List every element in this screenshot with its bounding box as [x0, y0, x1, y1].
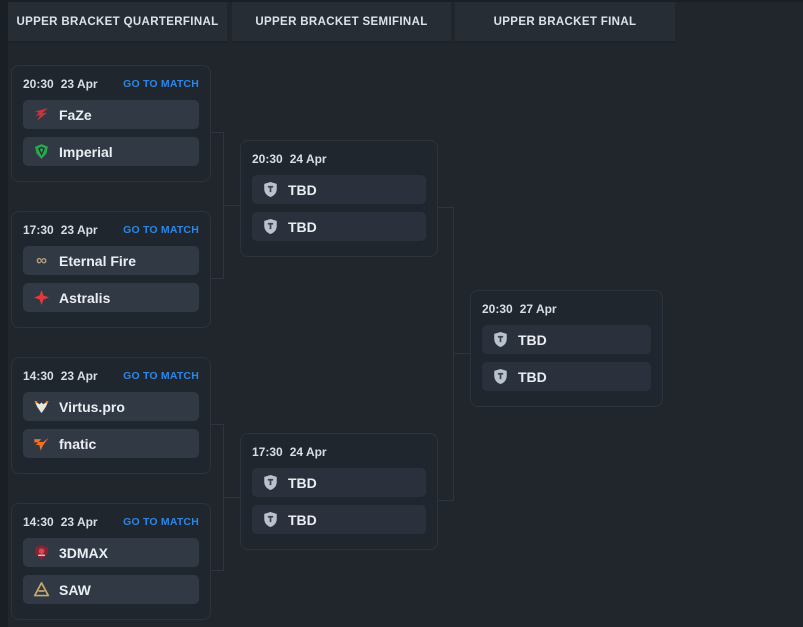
go-to-match-link[interactable]: GO TO MATCH	[123, 224, 199, 236]
team-name: Astralis	[59, 289, 111, 306]
faze-logo-icon	[33, 106, 50, 123]
tbd-shield-icon	[492, 368, 509, 385]
fnatic-logo-icon	[33, 435, 50, 452]
bracket-connector-line	[210, 424, 224, 425]
match-datetime: 20:30 23 Apr	[23, 77, 98, 91]
tbd-shield-icon	[262, 181, 279, 198]
match-card-qf2: 17:30 23 Apr GO TO MATCH ∞ Eternal Fire A…	[11, 211, 211, 328]
bracket-connector-line	[437, 207, 453, 208]
tbd-shield-icon	[492, 331, 509, 348]
team-name: TBD	[288, 511, 317, 528]
tbd-shield-icon	[262, 511, 279, 528]
match-date: 23 Apr	[60, 77, 98, 91]
imperial-logo-icon	[33, 143, 50, 160]
team-row-saw[interactable]: SAW	[23, 575, 199, 604]
team-name: Imperial	[59, 143, 113, 160]
match-date: 23 Apr	[60, 515, 98, 529]
match-card-sf2: 17:30 24 Apr TBD TBD	[240, 433, 438, 550]
tbd-shield-icon	[262, 474, 279, 491]
match-datetime: 14:30 23 Apr	[23, 369, 98, 383]
bracket-connector-line	[210, 132, 224, 133]
team-name: 3DMAX	[59, 544, 109, 561]
bracket-connector-line	[210, 278, 224, 279]
svg-text:∞: ∞	[36, 252, 47, 269]
bracket-connector-line	[223, 132, 224, 279]
go-to-match-link[interactable]: GO TO MATCH	[123, 78, 199, 90]
match-date: 24 Apr	[289, 445, 327, 459]
team-row-tbd: TBD	[252, 468, 426, 497]
match-date: 23 Apr	[60, 223, 98, 237]
team-row-tbd: TBD	[252, 212, 426, 241]
team-row-tbd: TBD	[482, 325, 651, 354]
team-row-tbd: TBD	[252, 175, 426, 204]
round-header-quarterfinal: UPPER BRACKET QUARTERFINAL	[8, 2, 227, 43]
match-datetime: 20:30 24 Apr	[252, 152, 327, 166]
saw-logo-icon	[33, 581, 50, 598]
team-name: TBD	[288, 218, 317, 235]
page-edge-strip-top	[0, 0, 803, 2]
virtus-pro-logo-icon	[33, 398, 50, 415]
team-row-faze[interactable]: FaZe	[23, 100, 199, 129]
astralis-logo-icon	[33, 289, 50, 306]
team-row-tbd: TBD	[252, 505, 426, 534]
match-time: 14:30	[23, 369, 54, 383]
team-name: SAW	[59, 581, 91, 598]
team-name: TBD	[288, 181, 317, 198]
eternal-fire-logo-icon: ∞	[33, 252, 50, 269]
team-row-tbd: TBD	[482, 362, 651, 391]
match-time: 20:30	[482, 302, 513, 316]
team-name: FaZe	[59, 106, 92, 123]
match-card-qf3: 14:30 23 Apr GO TO MATCH Virtus.pro fnati…	[11, 357, 211, 474]
match-date: 24 Apr	[289, 152, 327, 166]
team-row-imperial[interactable]: Imperial	[23, 137, 199, 166]
team-name: TBD	[288, 474, 317, 491]
match-date: 23 Apr	[60, 369, 98, 383]
match-time: 17:30	[252, 445, 283, 459]
match-datetime: 20:30 27 Apr	[482, 302, 557, 316]
team-row-3dmax[interactable]: 3DMAX	[23, 538, 199, 567]
match-time: 17:30	[23, 223, 54, 237]
go-to-match-link[interactable]: GO TO MATCH	[123, 370, 199, 382]
match-datetime: 14:30 23 Apr	[23, 515, 98, 529]
team-name: TBD	[518, 368, 547, 385]
page-edge-strip	[0, 0, 8, 627]
match-card-qf1: 20:30 23 Apr GO TO MATCH FaZe Imperial	[11, 65, 211, 182]
bracket-connector-line	[454, 353, 470, 354]
match-card-qf4: 14:30 23 Apr GO TO MATCH 3DMAX SAW	[11, 503, 211, 620]
team-name: TBD	[518, 331, 547, 348]
go-to-match-link[interactable]: GO TO MATCH	[123, 516, 199, 528]
bracket-connector-line	[437, 500, 453, 501]
3dmax-logo-icon	[33, 544, 50, 561]
match-datetime: 17:30 23 Apr	[23, 223, 98, 237]
team-row-eternal-fire[interactable]: ∞ Eternal Fire	[23, 246, 199, 275]
bracket-connector-line	[224, 205, 240, 206]
team-row-astralis[interactable]: Astralis	[23, 283, 199, 312]
match-datetime: 17:30 24 Apr	[252, 445, 327, 459]
team-row-virtus-pro[interactable]: Virtus.pro	[23, 392, 199, 421]
round-header-final: UPPER BRACKET FINAL	[455, 2, 675, 43]
match-time: 20:30	[23, 77, 54, 91]
match-time: 20:30	[252, 152, 283, 166]
match-time: 14:30	[23, 515, 54, 529]
team-name: fnatic	[59, 435, 97, 452]
bracket-connector-line	[453, 207, 454, 501]
bracket-connector-line	[210, 570, 224, 571]
team-name: Eternal Fire	[59, 252, 137, 269]
match-card-sf1: 20:30 24 Apr TBD TBD	[240, 140, 438, 257]
bracket-connector-line	[224, 497, 240, 498]
round-header-semifinal: UPPER BRACKET SEMIFINAL	[232, 2, 451, 43]
team-name: Virtus.pro	[59, 398, 125, 415]
match-card-final: 20:30 27 Apr TBD TBD	[470, 290, 663, 407]
bracket-connector-line	[223, 424, 224, 571]
team-row-fnatic[interactable]: fnatic	[23, 429, 199, 458]
tbd-shield-icon	[262, 218, 279, 235]
match-date: 27 Apr	[519, 302, 557, 316]
